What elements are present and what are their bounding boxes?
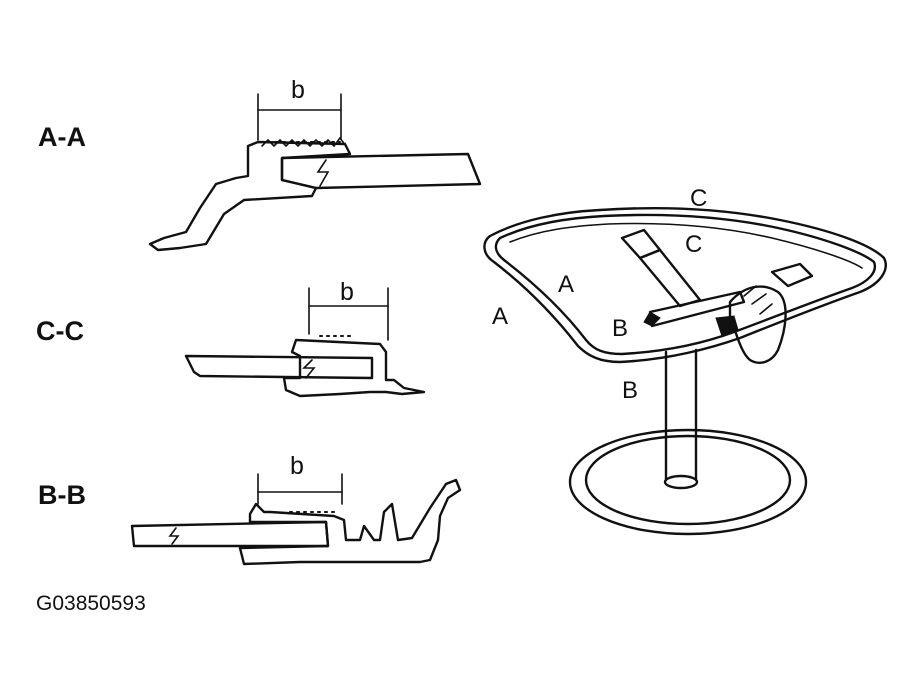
section-label-b-b: B-B: [38, 480, 86, 510]
dimension-label-b: b: [340, 278, 354, 306]
marker-c-top: C: [690, 185, 707, 212]
marker-a-inner: A: [558, 271, 574, 298]
seal-profile-c-c: [282, 338, 426, 398]
seal-tool-with-hand: [715, 262, 814, 364]
seal-profile-b-b: [238, 478, 462, 566]
section-a-a: A-A b: [38, 76, 482, 252]
dimension-b-b-b: b: [257, 452, 343, 513]
dimension-b-c-c: b: [308, 278, 389, 341]
window-assembly-view: C C A A B B: [483, 185, 887, 536]
section-label-c-c: C-C: [36, 316, 84, 346]
figure-id: G03850593: [36, 592, 146, 615]
section-c-c: C-C b: [36, 278, 426, 398]
glass-pane-a-a: [280, 152, 482, 190]
marker-c-inner: C: [685, 231, 702, 258]
glass-pane-b-b: [130, 520, 330, 548]
seal-profile-a-a: [148, 136, 352, 252]
display-stand: [568, 348, 808, 536]
windshield-glass: [483, 206, 887, 364]
section-b-b: B-B b: [38, 452, 462, 566]
support-arm: [620, 228, 746, 328]
marker-a-outer: A: [492, 303, 508, 330]
marker-b-outer: B: [622, 377, 638, 404]
marker-b-inner: B: [612, 315, 628, 342]
section-label-a-a: A-A: [38, 122, 86, 152]
glass-pane-c-c: [184, 354, 374, 380]
dimension-label-b: b: [291, 76, 305, 104]
dimension-label-b: b: [290, 452, 304, 480]
dimension-b-a-a: b: [257, 76, 342, 143]
